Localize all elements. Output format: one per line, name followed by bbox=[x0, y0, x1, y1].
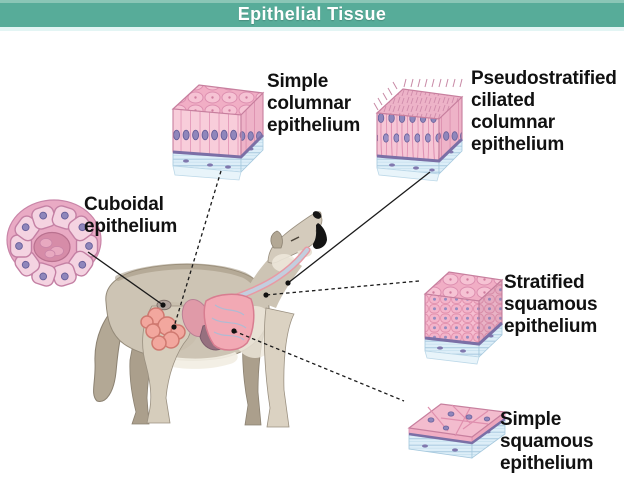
label-stratified-squamous-epithelium: Stratified squamous epithelium bbox=[504, 272, 598, 337]
callout-dot-kidney bbox=[160, 302, 166, 308]
cilia-fringe-left bbox=[373, 81, 398, 111]
lung-vessel-texture bbox=[211, 304, 247, 341]
wolf-figure bbox=[93, 211, 327, 428]
pseudostratified-block-illustration bbox=[373, 78, 464, 182]
simple-squamous-slab-illustration bbox=[407, 403, 507, 459]
label-simple-squamous-epithelium: Simple squamous epithelium bbox=[500, 409, 594, 474]
title-bar: Epithelial Tissue bbox=[0, 0, 624, 27]
wolf-nose bbox=[312, 211, 322, 219]
page-title: Epithelial Tissue bbox=[237, 4, 387, 24]
callout-dot-trachea bbox=[285, 280, 291, 286]
stratified-squamous-block-illustration bbox=[423, 271, 504, 365]
callout-dot-intestine bbox=[171, 324, 177, 330]
wolf-open-mouth bbox=[312, 223, 327, 249]
label-cuboidal-epithelium: Cuboidal epithelium bbox=[84, 194, 178, 237]
label-simple-columnar-epithelium: Simple columnar epithelium bbox=[267, 71, 361, 136]
callout-line-simple-squamous bbox=[233, 330, 405, 402]
callout-line-cuboidal bbox=[87, 251, 164, 306]
callout-dot-esophagus bbox=[263, 292, 269, 298]
callout-line-pseudostratified bbox=[287, 171, 431, 284]
cuboidal-ring-illustration bbox=[6, 199, 102, 287]
cilia-fringe bbox=[403, 78, 463, 88]
wolf-front-leg-near bbox=[263, 307, 295, 428]
callout-line-simple-columnar bbox=[173, 170, 222, 328]
simple-columnar-block-illustration bbox=[171, 84, 265, 181]
title-bar-underline bbox=[0, 27, 624, 31]
callout-lines bbox=[87, 170, 431, 402]
label-pseudostratified-ciliated-columnar-epithelium: Pseudostratified ciliated columnar epith… bbox=[471, 68, 617, 155]
wolf-organs bbox=[140, 246, 311, 351]
callout-dots bbox=[160, 280, 291, 334]
callout-dot-lung bbox=[231, 328, 237, 334]
wolf-ear bbox=[270, 230, 283, 249]
wolf-eye bbox=[290, 236, 300, 242]
intestines-illustration bbox=[140, 307, 186, 351]
